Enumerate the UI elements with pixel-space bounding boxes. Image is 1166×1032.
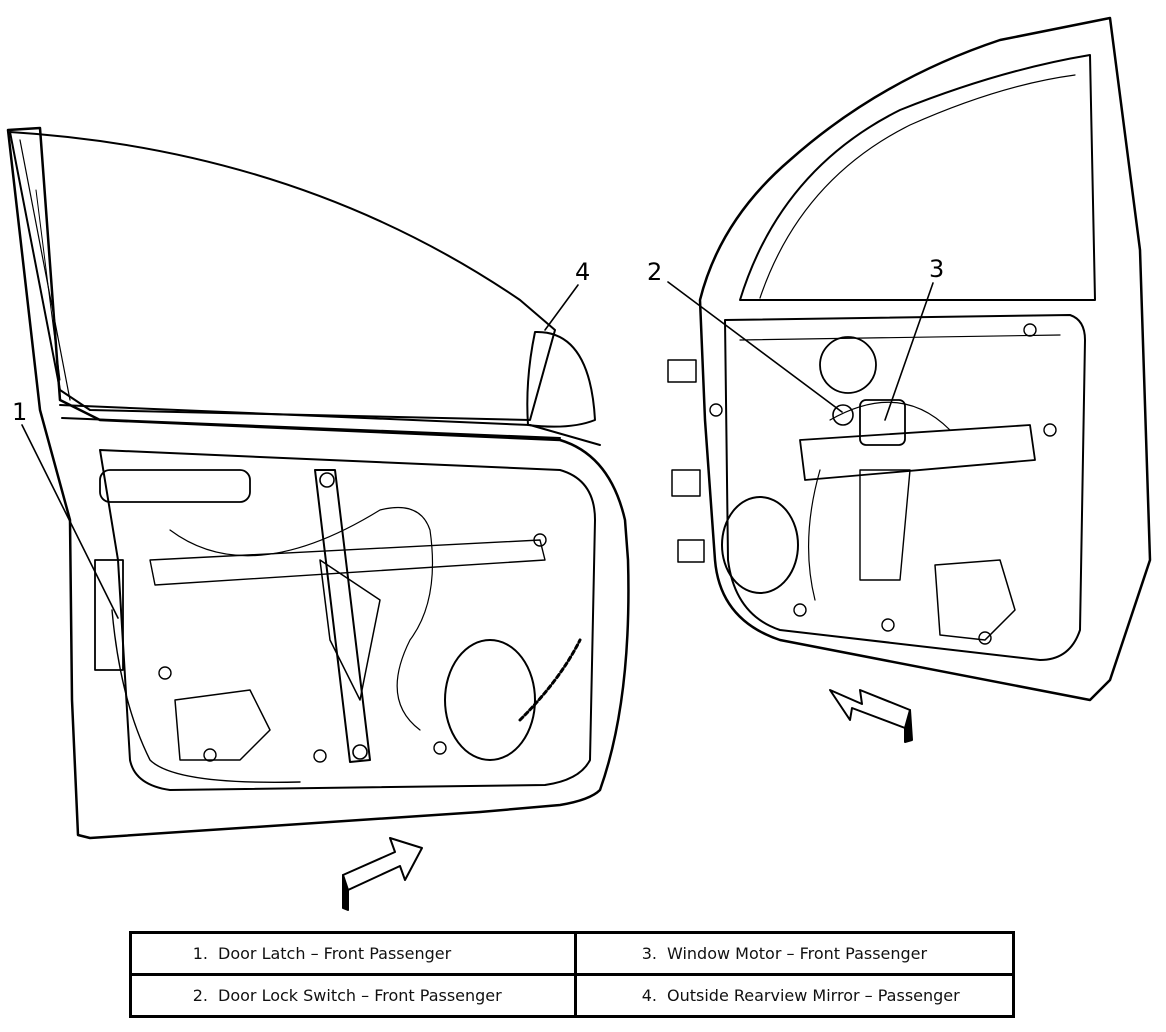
callout-3-leader [884, 282, 934, 421]
legend-number: 4. [641, 986, 657, 1005]
left-door-shell [6, 126, 630, 840]
right-speaker-opening [721, 496, 799, 594]
left-door-handle [99, 469, 251, 503]
legend-label: Window Motor – Front Passenger [667, 944, 928, 963]
legend-table: 1. Door Latch – Front Passenger 3. Window … [129, 931, 1015, 1018]
legend-label: Door Latch – Front Passenger [218, 944, 452, 963]
callout-4: 4 [575, 258, 590, 286]
left-outside-mirror [526, 330, 596, 428]
right-regulator [799, 424, 1036, 481]
legend-cell-4: 4. Outside Rearview Mirror – Passenger [574, 973, 1015, 1018]
legend-row: 1. Door Latch – Front Passenger 3. Window … [129, 931, 1015, 976]
legend-cell-3: 3. Window Motor – Front Passenger [574, 931, 1015, 976]
right-lock-switch [819, 336, 877, 394]
left-door-assembly [6, 126, 630, 840]
legend-label: Door Lock Switch – Front Passenger [218, 986, 502, 1005]
callout-3: 3 [929, 255, 944, 283]
left-wiring-harness [518, 638, 582, 722]
legend-cell-1: 1. Door Latch – Front Passenger [129, 931, 577, 976]
legend-cell-2: 2. Door Lock Switch – Front Passenger [129, 973, 577, 1018]
callout-2-leader [667, 281, 843, 413]
callout-2: 2 [647, 258, 662, 286]
legend-row: 2. Door Lock Switch – Front Passenger 4. O… [129, 973, 1015, 1018]
right-door-shell [698, 16, 1152, 702]
callout-4-leader [544, 284, 579, 331]
left-speaker-opening [444, 639, 536, 761]
legend-number: 1. [192, 944, 208, 963]
door-diagram: 1 2 3 4 [6, 16, 1152, 911]
right-door-assembly [667, 16, 1152, 702]
left-window-glass [9, 131, 556, 421]
left-inner-panel [99, 449, 596, 791]
legend-number: 3. [641, 944, 657, 963]
left-door-latch [94, 559, 124, 671]
callout-1: 1 [12, 398, 27, 426]
left-regulator-rail [314, 469, 371, 763]
forward-arrow-right [829, 689, 913, 743]
right-window-opening [739, 54, 1096, 301]
legend-number: 2. [192, 986, 208, 1005]
callout-1-leader [21, 424, 119, 619]
right-inner-panel [724, 314, 1086, 661]
right-window-motor [859, 399, 906, 446]
legend-label: Outside Rearview Mirror – Passenger [667, 986, 960, 1005]
forward-arrow-left [342, 837, 423, 911]
